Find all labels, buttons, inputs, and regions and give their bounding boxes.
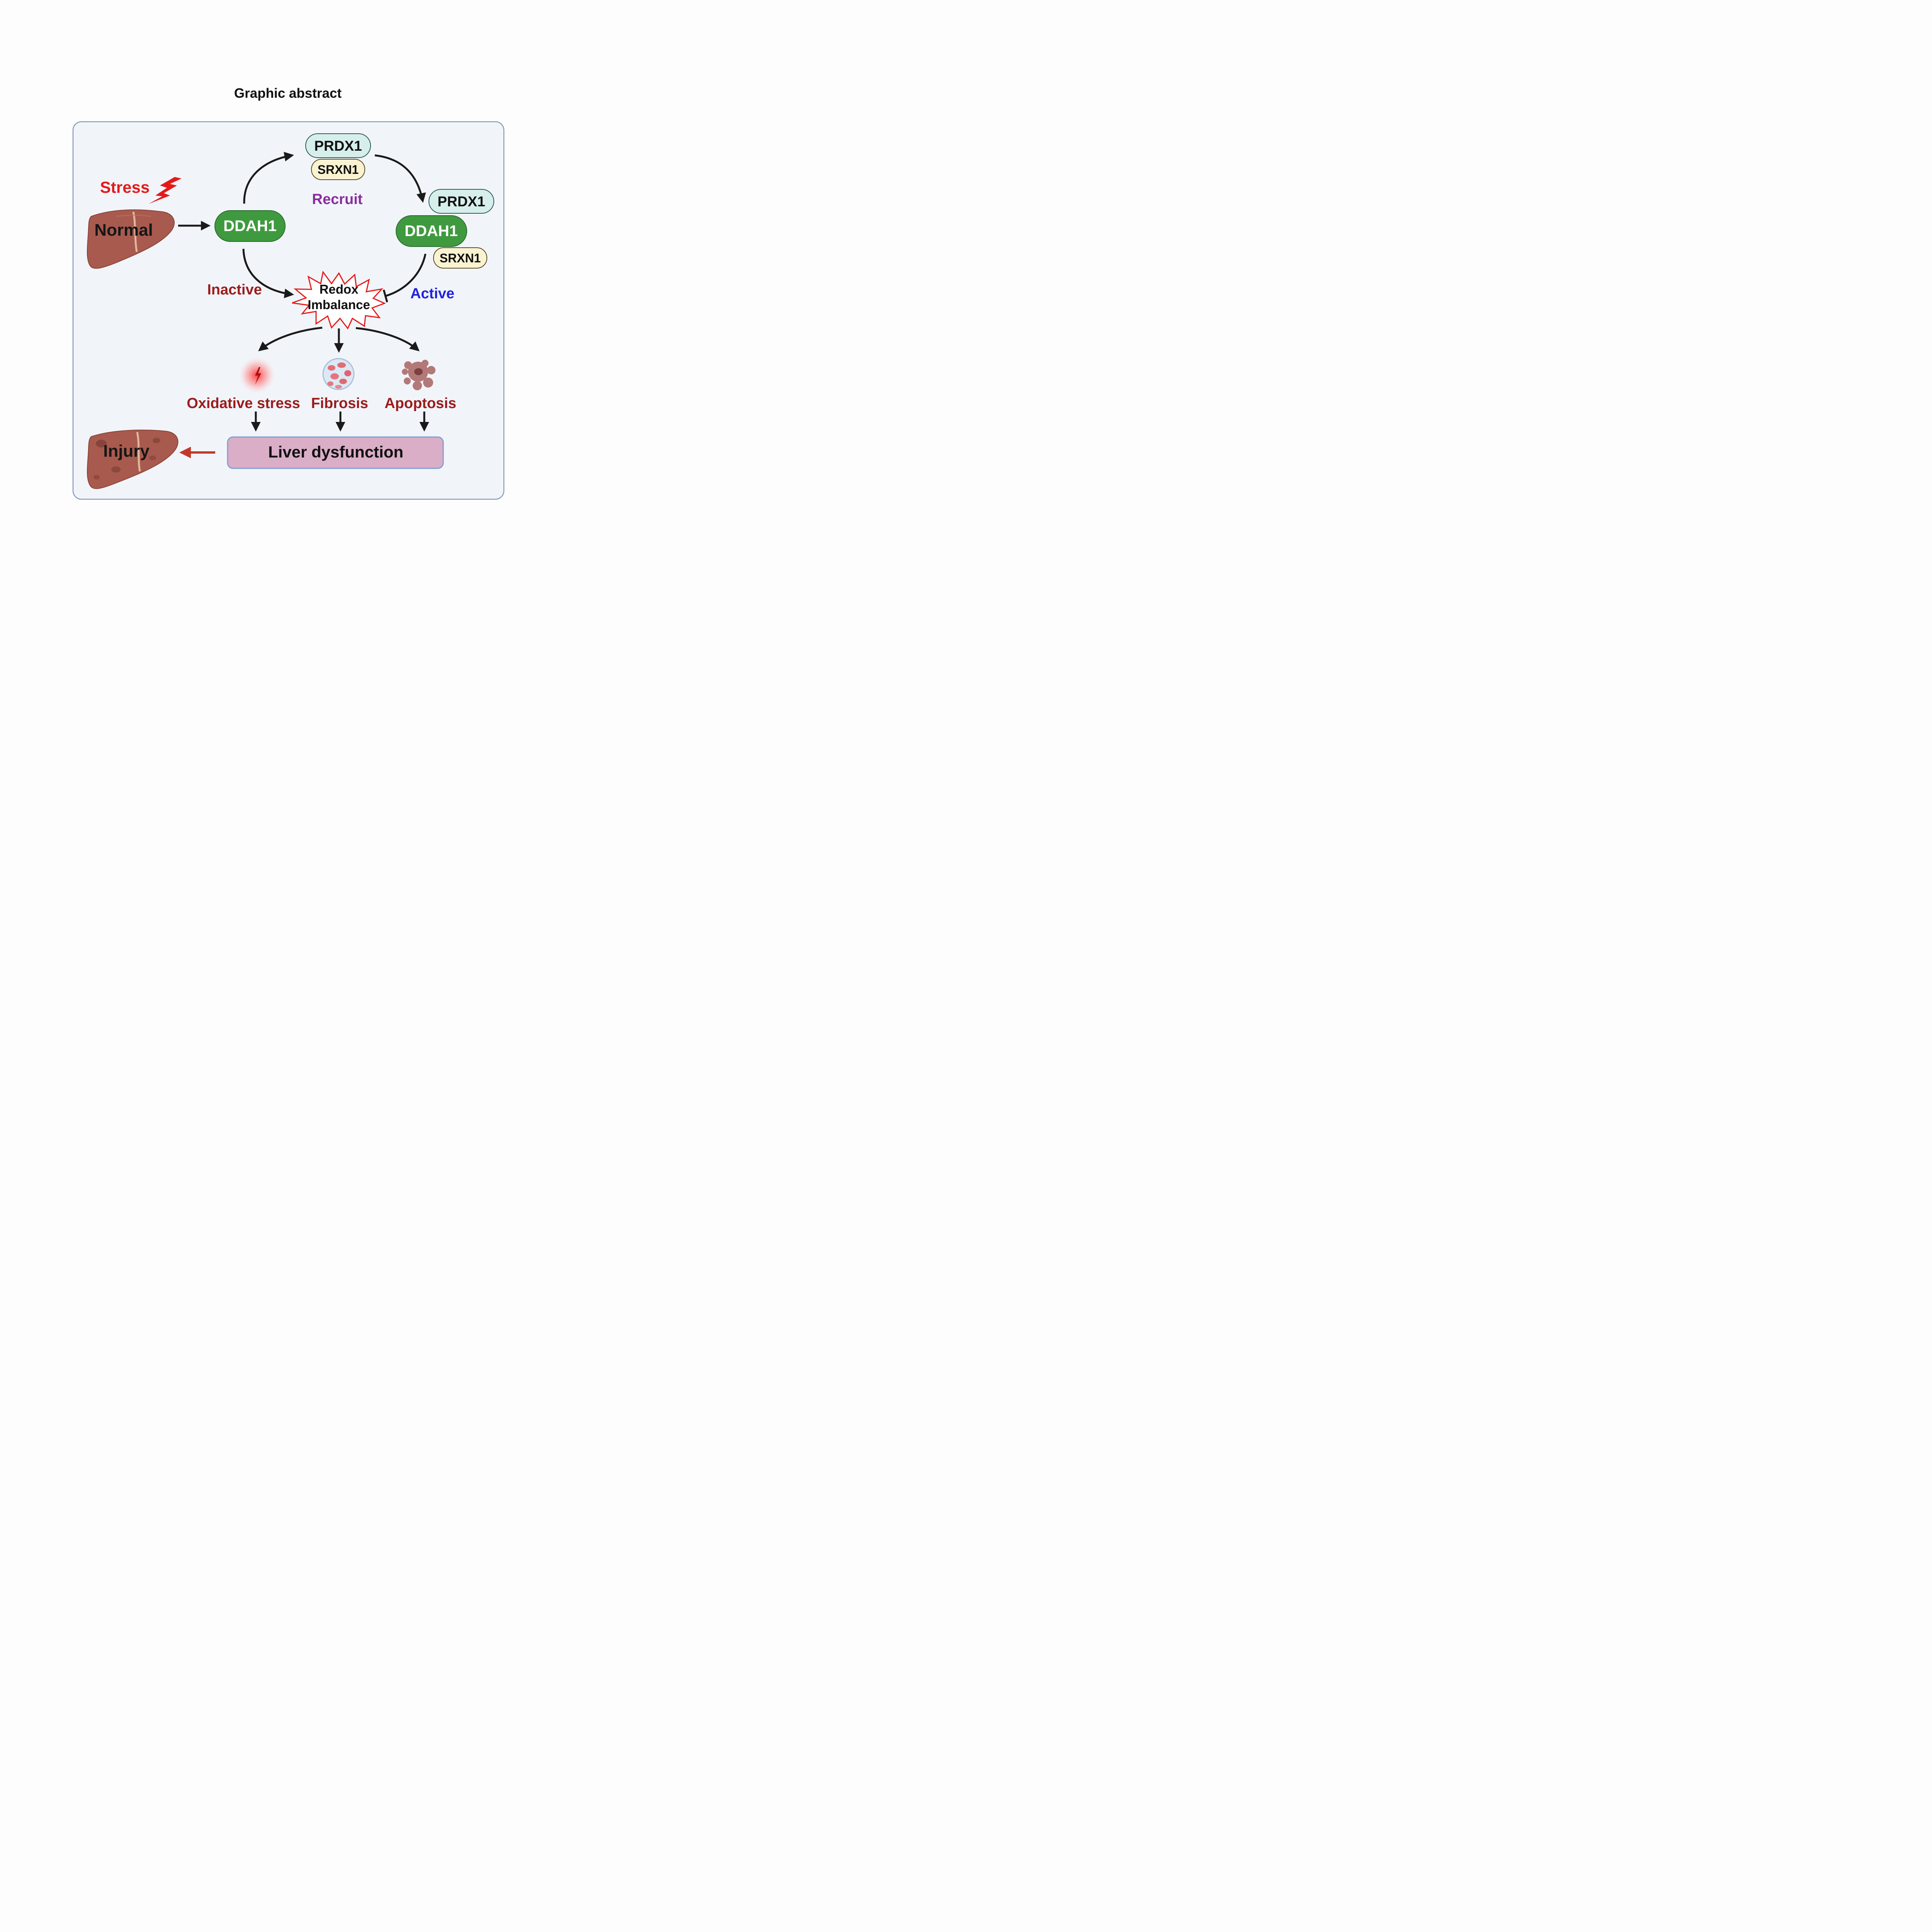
- oxidative-stress-icon: [237, 355, 277, 395]
- fibrosis-icon: [322, 358, 355, 390]
- arrow-to-oxidative: [258, 327, 323, 352]
- stress-label: Stress: [100, 178, 150, 196]
- figure-title: Graphic abstract: [234, 86, 342, 101]
- lightning-icon: [148, 177, 182, 204]
- inactive-label: Inactive: [207, 282, 262, 298]
- ddah1-right-pill: [396, 215, 467, 247]
- srxn1-right-label: SRXN1: [440, 251, 481, 265]
- abstract-panel: [72, 121, 505, 500]
- srxn1-right-pill: [433, 247, 487, 269]
- redox-line2: Imbalance: [308, 298, 370, 312]
- prdx1-right-pill: [429, 189, 494, 214]
- injured-liver-icon: [87, 429, 179, 489]
- apoptosis-label: Apoptosis: [384, 395, 456, 412]
- inhibition-bar: [383, 289, 388, 303]
- prdx1-top-pill: [305, 133, 371, 158]
- ddah1-right-label: DDAH1: [405, 223, 458, 240]
- redox-starburst: [292, 270, 386, 330]
- recruit-label: Recruit: [312, 191, 363, 207]
- srxn1-top-label: SRXN1: [318, 163, 359, 177]
- ddah1-left-pill: [214, 210, 286, 242]
- normal-liver-icon: [87, 209, 175, 269]
- arrow-to-apoptosis: [355, 327, 420, 352]
- active-label: Active: [410, 286, 454, 302]
- redox-line1: Redox: [320, 282, 359, 296]
- prdx1-right-label: PRDX1: [437, 194, 485, 209]
- arrow-to-complex: [374, 154, 426, 203]
- inhibition-active: [385, 253, 427, 297]
- arrow-inactive: [242, 248, 294, 298]
- normal-label: Normal: [94, 221, 153, 240]
- prdx1-top-label: PRDX1: [314, 138, 362, 154]
- graphic-abstract: Graphic abstract Normal Stress DDAH1 PRD…: [72, 86, 505, 500]
- apoptosis-icon: [402, 360, 435, 390]
- liver-dysfunction-label: Liver dysfunction: [268, 443, 403, 461]
- oxidative-stress-label: Oxidative stress: [187, 395, 300, 412]
- fibrosis-label: Fibrosis: [311, 395, 368, 412]
- injury-label: Injury: [103, 442, 150, 461]
- ddah1-left-label: DDAH1: [223, 218, 277, 235]
- srxn1-top-pill: [311, 159, 365, 180]
- arrow-recruit-up: [243, 152, 294, 204]
- liver-dysfunction-box: [227, 436, 444, 469]
